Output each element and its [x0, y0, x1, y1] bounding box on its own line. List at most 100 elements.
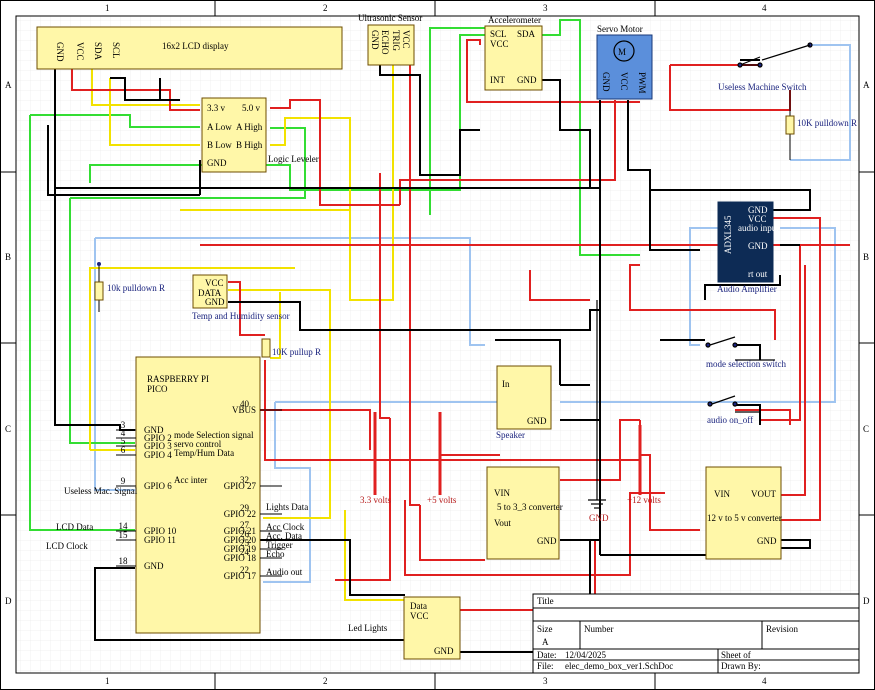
- net-label: Useless Mac. Signal: [64, 486, 138, 496]
- ultrasonic-pin: ECHO: [380, 30, 390, 55]
- row-label: A: [5, 80, 12, 90]
- date-value: 12/04/2025: [565, 650, 607, 660]
- servo-motor: Servo Motor M GND VCC PWM: [596, 24, 653, 100]
- wires-yellow: [89, 44, 405, 601]
- led-pin: Data: [410, 601, 427, 611]
- resistor-pullup: 10K pullup R: [261, 338, 321, 358]
- net-label: LCD Clock: [46, 541, 88, 551]
- net-label: Audio out: [266, 567, 303, 577]
- pico-pin-number: 6: [121, 445, 126, 455]
- temp-humidity-sensor: VCC DATA GND Temp and Humidity sensor: [192, 274, 290, 321]
- row-label: D: [5, 596, 12, 606]
- ultrasonic-pin: TRIG: [391, 30, 401, 51]
- lcd-pin: SCL: [111, 42, 121, 59]
- revision-label: Revision: [766, 624, 799, 634]
- pico-pin-number: 4: [121, 428, 126, 438]
- size-label: Size: [537, 624, 553, 634]
- power-5v-label: +5 volts: [427, 495, 457, 505]
- conv5-pin: GND: [757, 536, 777, 546]
- pico-pin-number: 22: [240, 565, 249, 575]
- conv33-pin: Vout: [494, 518, 511, 528]
- ultrasonic-pin: VCC: [401, 30, 411, 49]
- servo-title: Servo Motor: [597, 24, 643, 34]
- pico-pin-number: 32: [240, 475, 249, 485]
- column-labels: 1 2 3 4 1 2 3 4: [105, 3, 767, 686]
- col-label: 1: [105, 3, 110, 13]
- net-label: mode Selection signal: [174, 430, 254, 440]
- servo-pin: PWM: [637, 72, 647, 94]
- temp-title: Temp and Humidity sensor: [192, 311, 290, 321]
- pico-pin-name: GND: [144, 561, 164, 571]
- conv33-title: 5 to 3_3 converter: [497, 502, 563, 512]
- pico-pin-name: GPIO 18: [224, 553, 257, 563]
- pico-pin-name: GPIO 19: [224, 544, 257, 554]
- pico-pin-number: 27: [240, 520, 250, 530]
- switch-label: audio on_off: [707, 415, 753, 425]
- temp-pin: DATA: [198, 288, 222, 298]
- amp-pin: audio input: [738, 223, 779, 233]
- col-label: 2: [323, 3, 328, 13]
- switch-label: Useless Machine Switch: [718, 82, 807, 92]
- net-label: servo control: [174, 439, 222, 449]
- row-label: B: [863, 252, 869, 262]
- pico-title: RASPBERRY PI: [147, 374, 209, 384]
- net-label: Acc. Data: [266, 531, 302, 541]
- pico-pin-name: GPIO 17: [224, 571, 257, 581]
- ultrasonic-title: Ultrasonic Sensor: [358, 13, 422, 23]
- drawn-by-label: Drawn By:: [721, 661, 761, 671]
- led-title: Led Lights: [348, 623, 388, 633]
- col-label: 1: [105, 676, 110, 686]
- raspberry-pi-pico: RASPBERRY PI PICO: [135, 356, 261, 634]
- conv33-pin: VIN: [494, 488, 510, 498]
- led-pin: VCC: [410, 611, 429, 621]
- amp-pin: GND: [748, 205, 768, 215]
- accelerometer-pin: VCC: [490, 39, 509, 49]
- leveler-pin: 3.3 v: [207, 103, 226, 113]
- switch-useless: [737, 42, 813, 68]
- leveler-pin: B High: [236, 140, 263, 150]
- resistor-label: 10k pulldown R: [107, 283, 165, 293]
- pico-pin-name: GPIO 21: [224, 526, 256, 536]
- row-labels: A B C D A B C D: [5, 80, 870, 606]
- temp-pin: VCC: [205, 278, 224, 288]
- col-label: 2: [323, 676, 328, 686]
- led-pin: GND: [434, 646, 454, 656]
- power-12v-label: +12 volts: [627, 495, 661, 505]
- wires-red: [71, 39, 850, 611]
- row-label: C: [863, 424, 869, 434]
- converter-12-to-5v: VIN VOUT 12 v to 5 v converter GND: [705, 466, 782, 560]
- net-label: LCD Data: [56, 522, 93, 532]
- pico-pin-name: GPIO 3: [144, 441, 172, 451]
- file-label: File:: [537, 661, 554, 671]
- title-label: Title: [537, 596, 554, 606]
- amp-pin: VCC: [748, 214, 767, 224]
- ground-symbol: [588, 300, 606, 509]
- pico-pin-number: 15: [119, 530, 129, 540]
- leveler-pin: GND: [207, 158, 227, 168]
- accelerometer-pin: GND: [517, 75, 537, 85]
- temp-pin: GND: [205, 297, 225, 307]
- col-label: 3: [543, 3, 548, 13]
- amp-pin: rt out: [748, 269, 768, 279]
- pico-pin-name: GPIO 4: [144, 450, 172, 460]
- power-labels: 3.3 volts +5 volts +12 volts: [360, 495, 661, 505]
- audio-amplifier: ADXL345 GND VCC audio input GND rt out A…: [717, 201, 779, 294]
- pico-pin-number: 40: [240, 399, 250, 409]
- net-label: Lights Data: [266, 502, 308, 512]
- power-rails: [373, 412, 642, 495]
- pico-pin-number: 26: [240, 529, 250, 539]
- net-label: Temp/Hum Data: [174, 448, 234, 458]
- row-label: C: [5, 424, 11, 434]
- ultrasonic-sensor: Ultrasonic Sensor GND ECHO TRIG VCC: [358, 13, 422, 66]
- lcd-pin: VCC: [75, 42, 85, 61]
- pico-pin-number: 3: [121, 420, 126, 430]
- pico-pin-name: GPIO 2: [144, 433, 172, 443]
- accelerometer-pin: SCL: [490, 29, 507, 39]
- conv5-title: 12 v to 5 v converter: [707, 513, 782, 523]
- pico-pin-name: GPIO 11: [144, 535, 176, 545]
- accelerometer-pin: SDA: [517, 29, 536, 39]
